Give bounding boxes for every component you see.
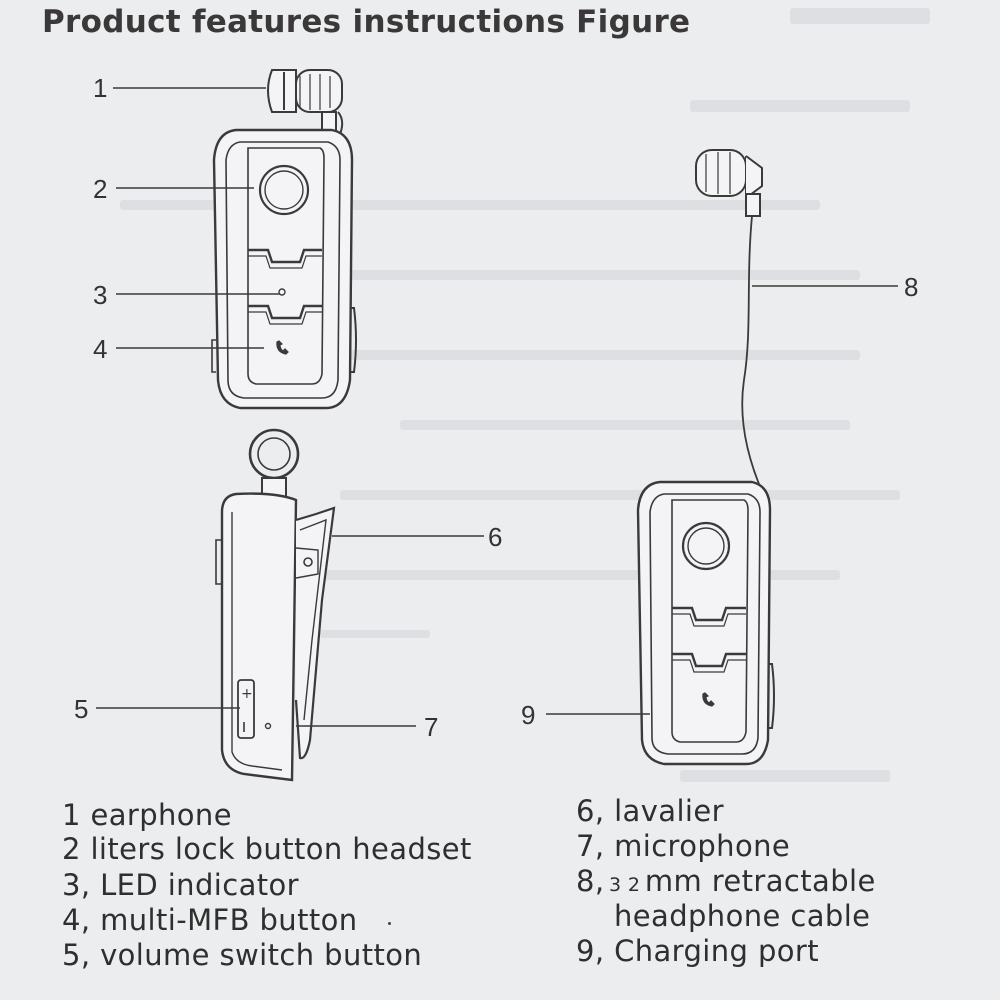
callout-8: 8 [904,272,919,302]
stray-mark [388,922,391,925]
phone-handset-icon [702,692,715,707]
page-title: Product features instructions Figure [42,4,691,40]
bleed-through-line [680,770,890,782]
legend-item-8-text: mm retractable [644,864,876,898]
bleed-through-line [790,8,930,24]
device-side-view: + [215,428,336,782]
legend-item-2: 2 liters lock button headset [62,832,472,866]
legend-item-6: 6, lavalier [576,794,724,828]
bleed-through-line [340,490,900,500]
callout-2: 2 [93,174,108,204]
bleed-through-line [300,270,860,280]
phone-handset-icon [276,340,289,355]
legend-item-3: 3, LED indicator [62,868,299,902]
callout-3: 3 [93,280,108,310]
callout-9: 9 [521,700,536,730]
legend-item-7: 7, microphone [576,829,791,863]
legend-item-5: 5, volume switch button [62,938,423,972]
callout-5: 5 [74,694,89,724]
bleed-through-line [400,420,850,430]
bleed-through-line [320,630,430,638]
legend-item-4: 4, multi-MFB button [62,903,358,937]
bleed-through-line [120,200,820,210]
callout-1: 1 [93,73,108,103]
legend-item-1: 1 earphone [62,798,232,832]
callout-6: 6 [488,522,503,552]
bleed-through-line [340,350,860,360]
earphone-icon [695,149,763,217]
callout-4: 4 [93,334,108,364]
svg-text:+: + [241,686,253,702]
device-cable-extended [636,149,775,766]
legend-item-8: 8, 3 2 mm retractable [576,864,876,898]
device-front-view [211,69,357,410]
callout-7: 7 [424,712,439,742]
earphone-icon [267,69,343,133]
legend-item-8-line2: headphone cable [614,899,871,933]
bleed-through-line [690,100,910,112]
legend-item-8-size: 3 2 [608,874,641,896]
legend-item-9: 9, Charging port [576,934,820,968]
bleed-through-line [320,570,840,580]
legend-item-8-prefix: 8, [576,864,605,898]
